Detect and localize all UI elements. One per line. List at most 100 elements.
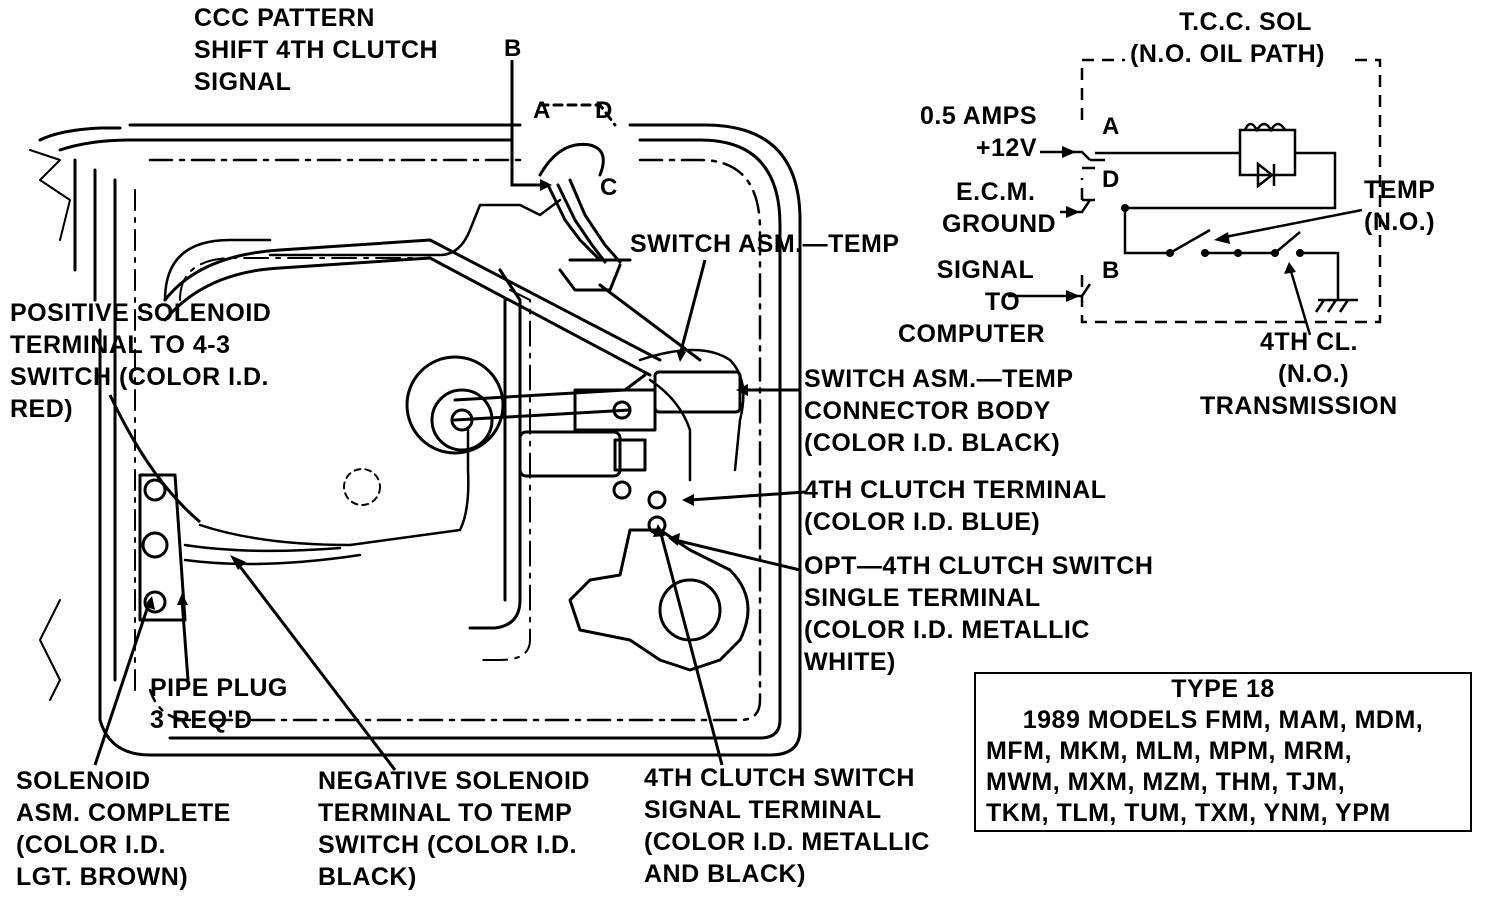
- node-3: [1201, 249, 1209, 257]
- left-edge-squiggle: [29, 149, 71, 701]
- leader-solenoid: [93, 599, 152, 766]
- accumulator-outer: [405, 355, 505, 455]
- leader-fourth-terminal: [689, 490, 806, 502]
- accumulator-mid: [430, 388, 494, 452]
- arrow-temp: [1214, 232, 1230, 244]
- fourth-cl-label: 4TH CL.(N.O.)TRANSMISSION: [1200, 328, 1398, 420]
- side-bolt: [612, 480, 632, 500]
- fourth-terminal-label: 4TH CLUTCH TERMINAL(COLOR I.D. BLUE): [804, 476, 1107, 536]
- ecm-ground-label: E.C.M.GROUND: [942, 178, 1057, 238]
- leader-positive: [108, 394, 201, 524]
- pan-left-edge: [38, 126, 122, 142]
- inner-pan-contour: [179, 257, 531, 661]
- bolt-1: [143, 478, 167, 502]
- schematic-box: [1080, 58, 1382, 324]
- type-box-line: MWM, MXM, MZM, THM, TJM,: [986, 768, 1346, 796]
- leader-switch-temp: [678, 259, 707, 356]
- leader-pipe-plug: [180, 599, 190, 681]
- arrow-opt: [668, 533, 680, 546]
- accumulator-bolt: [450, 408, 474, 432]
- node-5: [1271, 249, 1279, 257]
- schematic-pin-d: D: [1102, 166, 1120, 193]
- pin-b-lead: [1008, 283, 1092, 298]
- pin-d-top-label: D: [595, 97, 613, 124]
- leader-opt: [674, 538, 801, 572]
- solenoid-cap: [613, 438, 647, 472]
- connector-harness: [538, 142, 622, 264]
- pin-seps: [1082, 158, 1105, 202]
- arrow-signal: [653, 524, 665, 537]
- solenoid-body: [518, 430, 622, 478]
- pump-gear: [658, 578, 722, 642]
- type-box-line: MFM, MKM, MLM, MPM, MRM,: [986, 737, 1353, 765]
- wire-to-switch: [638, 348, 745, 482]
- inner-pan-outline: [163, 198, 562, 302]
- temp-no-label: TEMP(N.O.): [1364, 176, 1436, 236]
- pan-top-rim: [58, 138, 782, 740]
- arrow-connector: [736, 384, 748, 396]
- arrow-fourth-terminal: [682, 494, 694, 506]
- valve-bolt: [612, 400, 632, 420]
- positive-wire: [198, 428, 470, 547]
- right-tube: [468, 268, 522, 630]
- main-tube: [163, 238, 662, 377]
- coil-circuit: [1095, 128, 1337, 210]
- arrow-solenoid: [144, 596, 155, 610]
- switch-temp-label: SWITCH ASM.—TEMP: [630, 230, 900, 258]
- pan-outer-outline: [98, 123, 802, 757]
- node-2: [1166, 249, 1174, 257]
- node-6: [1296, 249, 1304, 257]
- inductor-coil: [1243, 122, 1287, 133]
- connector-dash: [538, 103, 617, 127]
- node-1: [1121, 204, 1129, 212]
- arrow-switch-temp: [676, 350, 686, 362]
- arrow-ecm: [1066, 206, 1080, 218]
- pump-housing: [568, 528, 750, 672]
- tcc-sol-label: T.C.C. SOL(N.O. OIL PATH): [1130, 8, 1325, 68]
- ground-symbol: [1314, 298, 1358, 313]
- leader-signal: [658, 529, 724, 766]
- type-box-line: TYPE 18: [1171, 675, 1275, 703]
- schematic-pin-a: A: [1102, 113, 1120, 140]
- fourthcl-arrow-line: [1288, 267, 1312, 336]
- pin-a-lead: [1040, 150, 1091, 161]
- type-box-line: 1989 MODELS FMM, MAM, MDM,: [1022, 706, 1424, 734]
- gasket-line: [148, 158, 762, 722]
- schematic-pin-b: B: [1102, 257, 1120, 284]
- pan-left-side: [73, 158, 117, 722]
- type-18-box: TYPE 18 1989 MODELS FMM, MAM, MDM, MFM, …: [974, 672, 1472, 832]
- arrow-signal-comp: [1066, 290, 1080, 302]
- pin-a-top-label: A: [533, 97, 551, 124]
- bolt-2: [141, 531, 169, 559]
- type-box-line: TKM, TLM, TUM, TXM, YNM, YPM: [986, 799, 1391, 827]
- temp-arrow-line: [1219, 208, 1363, 240]
- arrow-negative: [230, 555, 246, 570]
- negative-wire: [183, 543, 362, 566]
- dashed-circle: [343, 468, 381, 506]
- arrow-fourthcl: [1284, 262, 1296, 274]
- leader-ccc: [510, 60, 540, 187]
- pin-b-top-label: B: [504, 35, 522, 62]
- node-4: [1234, 249, 1242, 257]
- temp-switch-body: [653, 370, 742, 414]
- pin-c-top-label: C: [600, 174, 618, 201]
- arrow-pipe-plug: [177, 593, 188, 605]
- leader-negative: [233, 559, 397, 771]
- diode: [1256, 161, 1276, 189]
- bolt-3: [143, 590, 167, 614]
- amps-label: 0.5 AMPS+12V: [920, 102, 1038, 162]
- arrow-amps: [1062, 146, 1076, 158]
- arrow-ccc: [540, 179, 552, 191]
- fourth-terminal-stud: [647, 490, 667, 510]
